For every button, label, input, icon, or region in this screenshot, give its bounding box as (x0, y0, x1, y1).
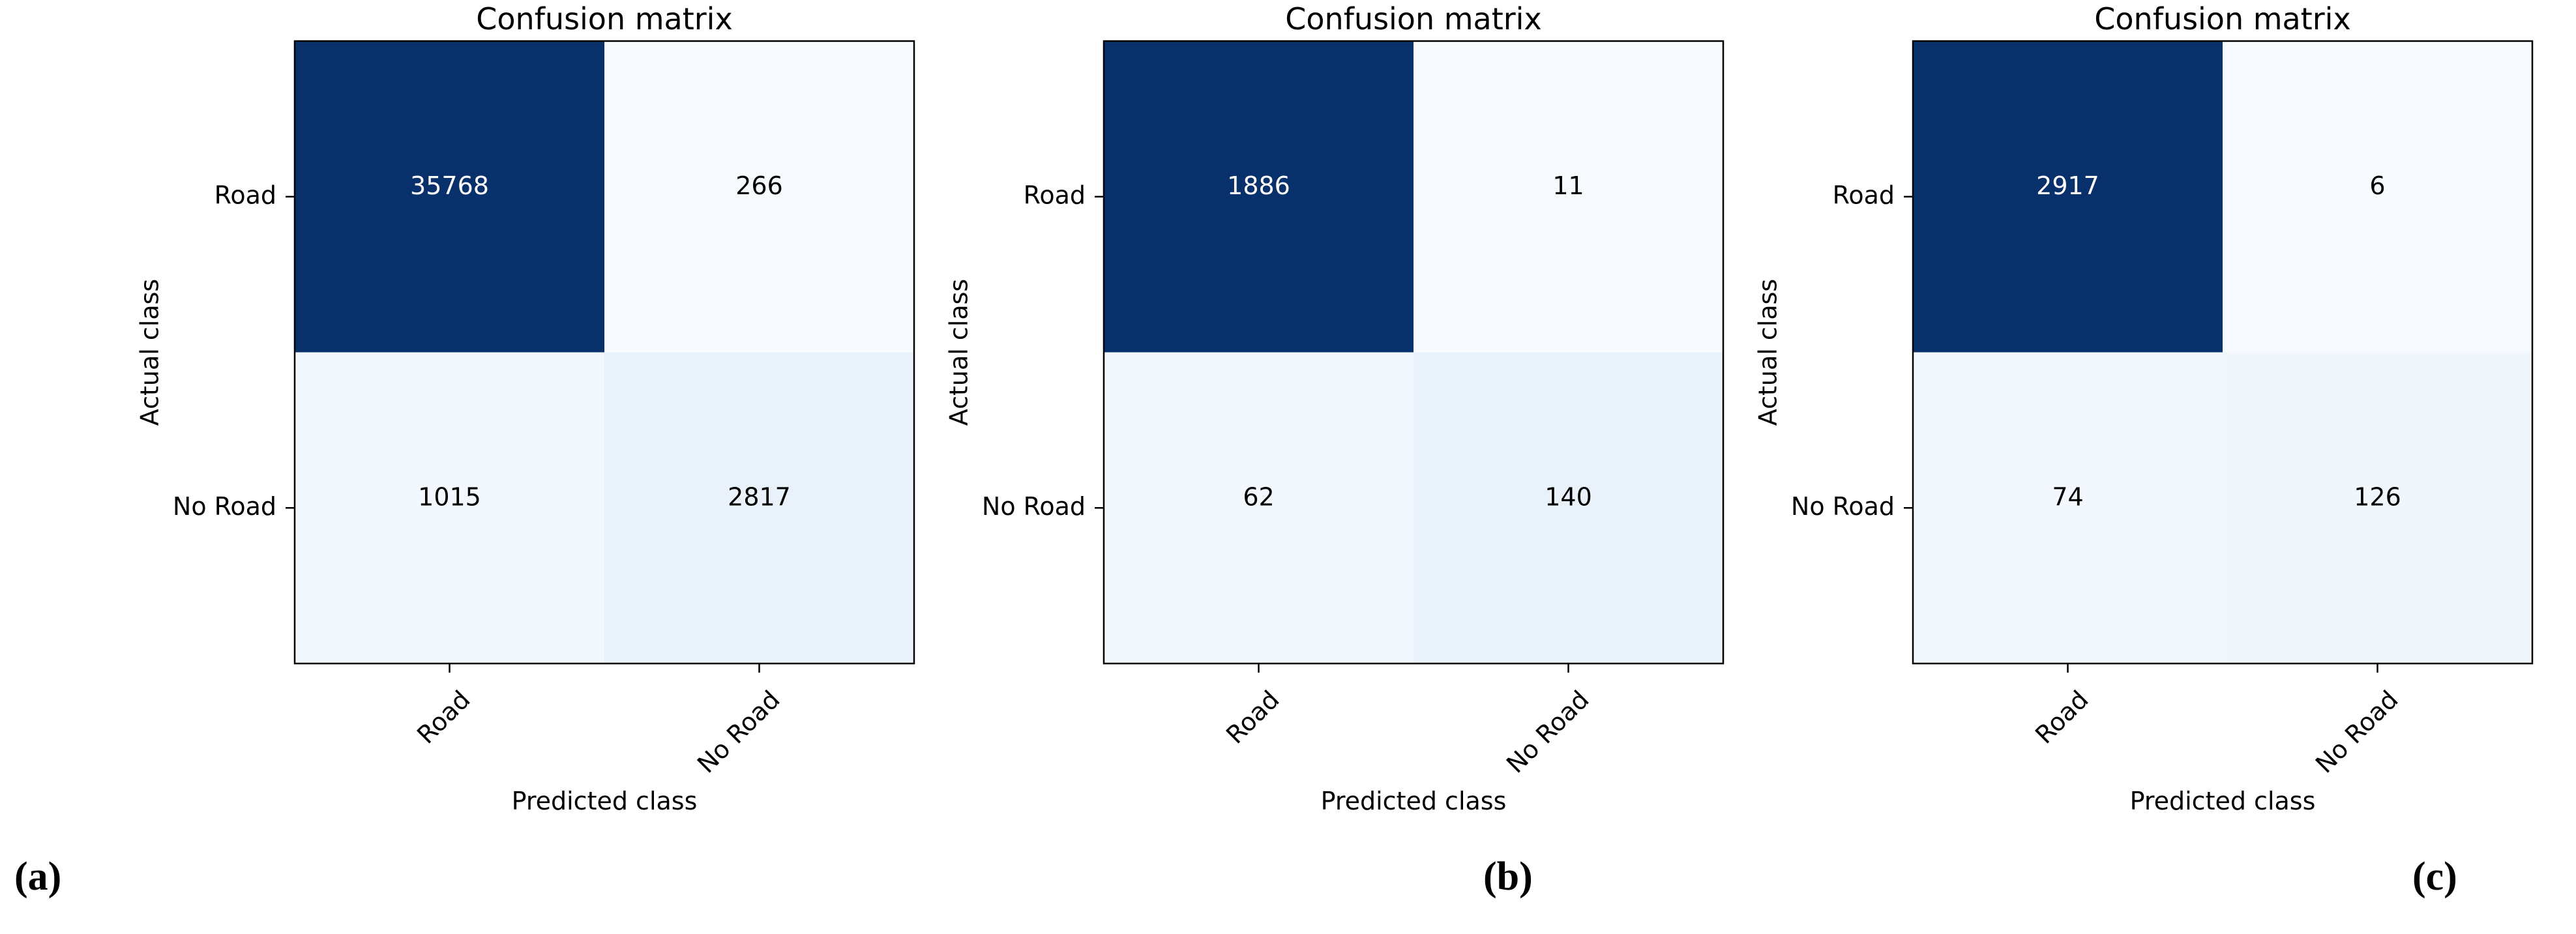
matrix-cell (1913, 41, 2223, 353)
panel-label-b: (b) (1483, 854, 1533, 899)
matrix-cell (295, 41, 604, 353)
x-axis-label: Predicted class (1321, 787, 1507, 815)
cell-value-label: 2917 (2036, 171, 2099, 200)
cell-value-label: 140 (1545, 482, 1592, 511)
chart-title: Confusion matrix (1285, 1, 1541, 36)
x-tick-label: Road (2030, 685, 2094, 750)
matrix-cell (1104, 352, 1414, 664)
x-tick-label: Road (1221, 685, 1285, 750)
y-tick-label: Road (215, 181, 276, 209)
cell-value-label: 126 (2354, 482, 2401, 511)
matrix-cell (604, 41, 914, 353)
plot-frame (1912, 40, 2534, 665)
y-tick-label: No Road (1791, 492, 1895, 521)
y-tick-label: Road (1024, 181, 1086, 209)
matrix-cell (604, 352, 914, 664)
x-tick-label: No Road (2310, 685, 2404, 779)
plot-frame (1103, 40, 1725, 665)
cell-value-label: 266 (735, 171, 783, 200)
matrix-cell (295, 352, 604, 664)
cell-value-label: 35768 (410, 171, 489, 200)
x-axis-label: Predicted class (512, 787, 698, 815)
y-axis-label: Actual class (1754, 279, 1783, 426)
x-axis-label: Predicted class (2130, 787, 2316, 815)
y-axis-label: Actual class (136, 279, 164, 426)
matrix-cell (2223, 352, 2532, 664)
plot-frame (293, 40, 915, 665)
cell-value-label: 74 (2052, 482, 2083, 511)
matrix-cell (1414, 41, 1723, 353)
x-tick-label: No Road (692, 685, 786, 779)
cell-value-label: 1015 (418, 482, 481, 511)
panel-label-c: (c) (2412, 854, 2457, 899)
matrix-cell (1104, 41, 1414, 353)
matrix-cell (1913, 352, 2223, 664)
matrix-cell (1414, 352, 1723, 664)
y-tick-label: No Road (173, 492, 276, 521)
cell-value-label: 11 (1552, 171, 1584, 200)
panel-label-a: (a) (14, 854, 62, 899)
matrix-cell (2223, 41, 2532, 353)
chart-title: Confusion matrix (476, 1, 732, 36)
y-axis-label: Actual class (945, 279, 973, 426)
y-tick-label: No Road (982, 492, 1086, 521)
chart-title: Confusion matrix (2094, 1, 2350, 36)
x-tick-label: No Road (1501, 685, 1595, 779)
cell-value-label: 1886 (1227, 171, 1290, 200)
cell-value-label: 62 (1243, 482, 1274, 511)
cell-value-label: 6 (2369, 171, 2385, 200)
cell-value-label: 2817 (728, 482, 791, 511)
y-tick-label: Road (1833, 181, 1895, 209)
x-tick-label: Road (411, 685, 476, 750)
